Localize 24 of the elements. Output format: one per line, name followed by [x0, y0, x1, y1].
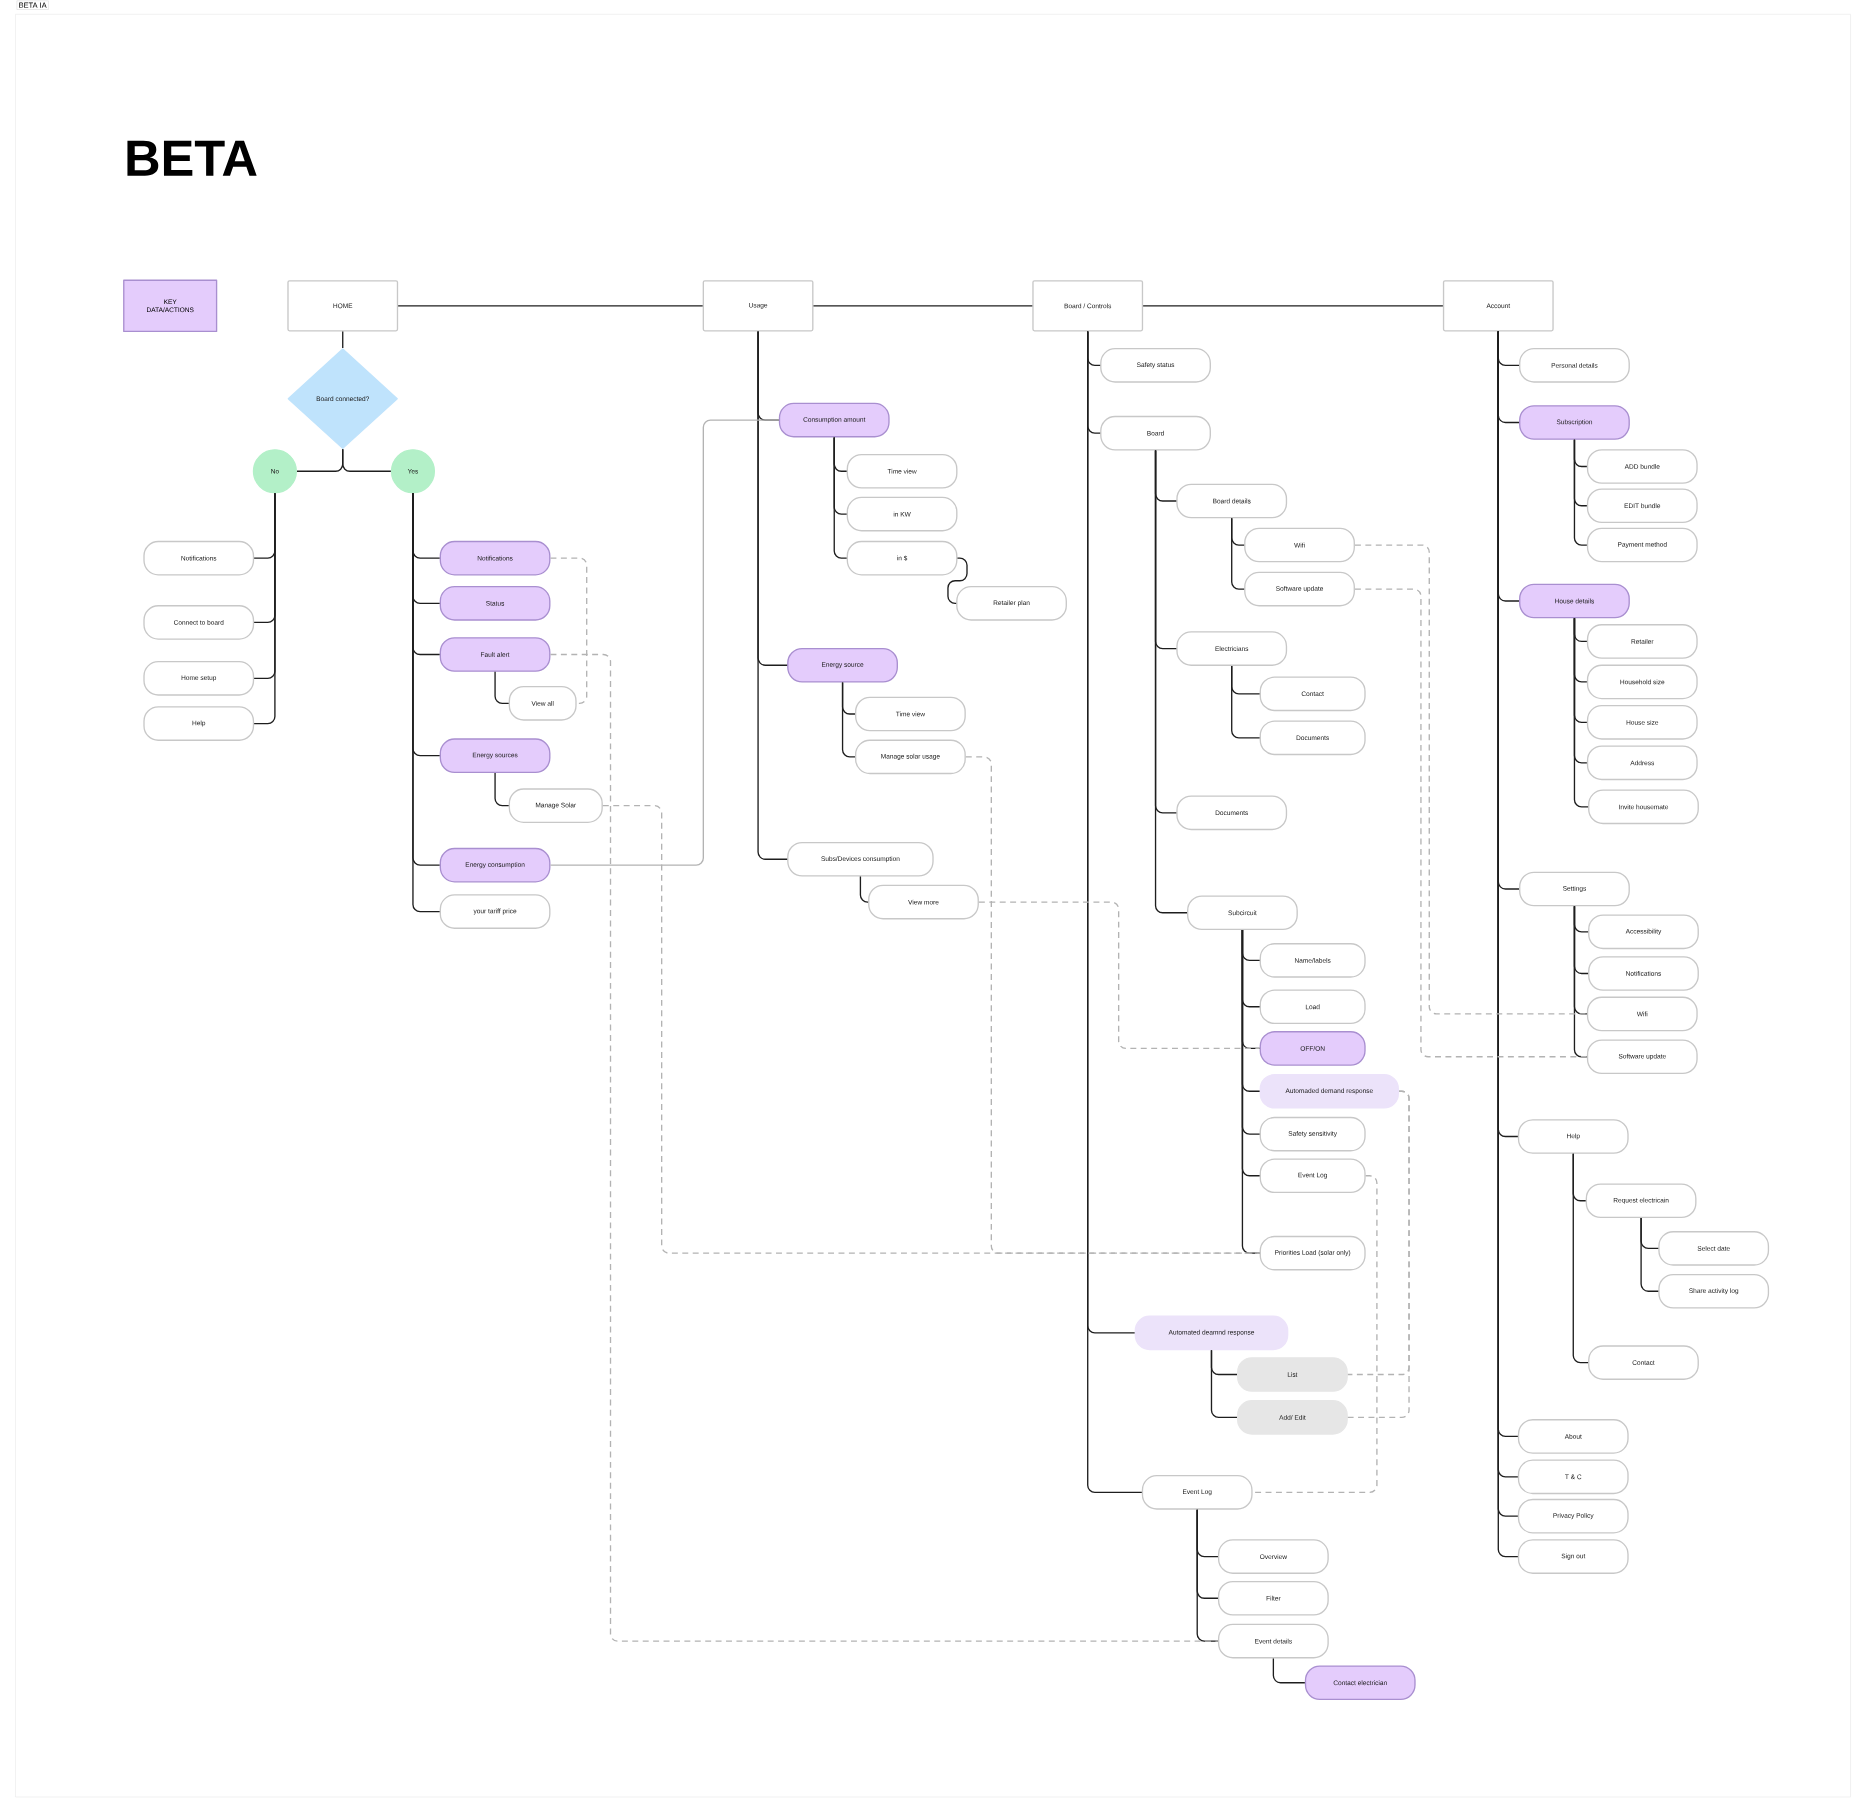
dashed-line: [1354, 588, 1588, 1058]
connector-line: [1231, 665, 1261, 739]
connector-line: [859, 875, 869, 903]
connector-line: [342, 330, 344, 349]
dashed-line: [978, 901, 1261, 1049]
connector-line: [1272, 1657, 1306, 1684]
connector-line: [757, 330, 788, 860]
connector-line: [1142, 304, 1444, 307]
connector-line: [812, 304, 1033, 307]
connector-line: [397, 304, 704, 307]
dashed-line: [965, 756, 1261, 1254]
connector-line: [549, 419, 780, 866]
connector-line: [494, 670, 510, 704]
dashed-line: [549, 557, 588, 704]
connector-line: [342, 448, 392, 472]
connector-line: [1154, 449, 1188, 914]
dashed-line: [1354, 544, 1588, 1015]
connector-line: [1573, 438, 1588, 546]
connector-line: [1087, 330, 1143, 1493]
connector-line: [494, 772, 510, 807]
connector-line: [1210, 1349, 1238, 1418]
dashed-line: [549, 653, 1219, 1642]
title: BETA: [127, 140, 257, 176]
connector-line: [1572, 1152, 1589, 1364]
